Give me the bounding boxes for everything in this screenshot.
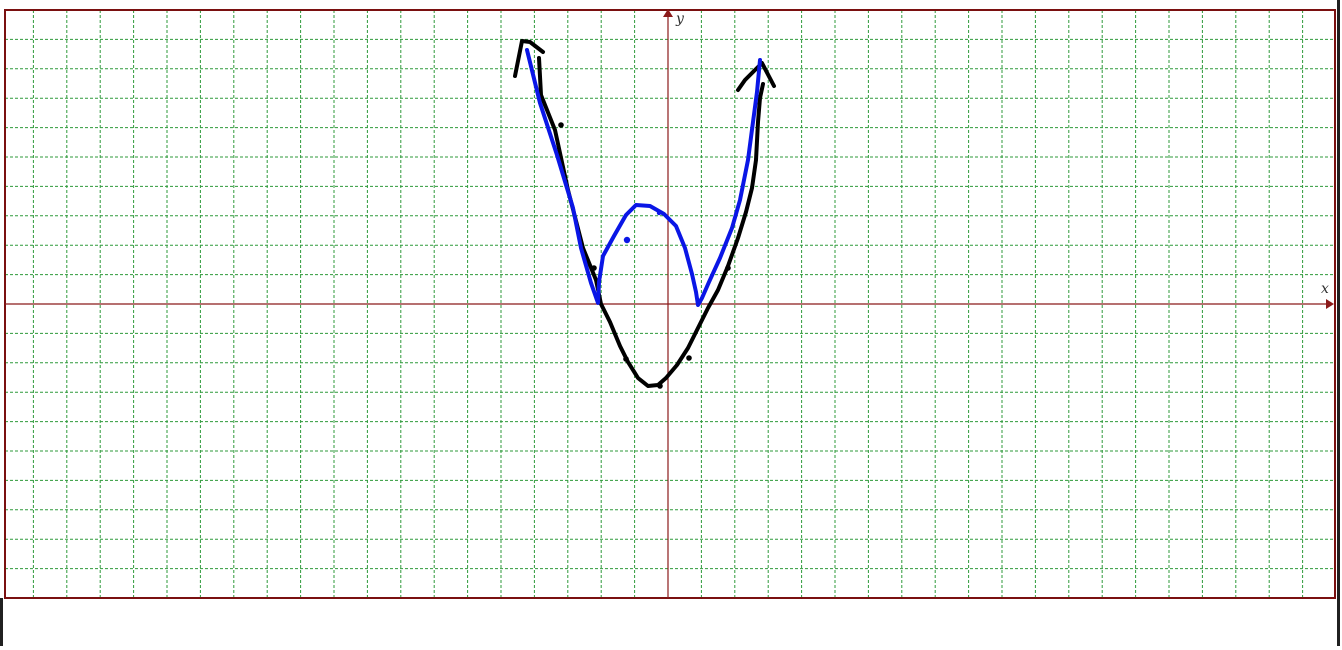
x-axis-label: x	[1321, 281, 1329, 297]
black-left-arrow-icon	[513, 39, 545, 78]
blue-curve	[525, 48, 762, 307]
black-curve	[513, 39, 776, 388]
blue-plot-point	[623, 236, 631, 244]
blue-plot-point-small	[656, 210, 662, 216]
x-axis-arrow-icon	[1326, 299, 1334, 309]
y-axis-arrow-icon	[663, 9, 673, 17]
grid-lines	[5, 10, 1335, 599]
y-axis-label: y	[675, 11, 685, 27]
window-frame-edge	[1337, 0, 1340, 646]
black-right-arrow-icon	[736, 61, 776, 92]
black-plot-points	[558, 122, 731, 389]
window-frame-left-edge	[0, 598, 3, 646]
